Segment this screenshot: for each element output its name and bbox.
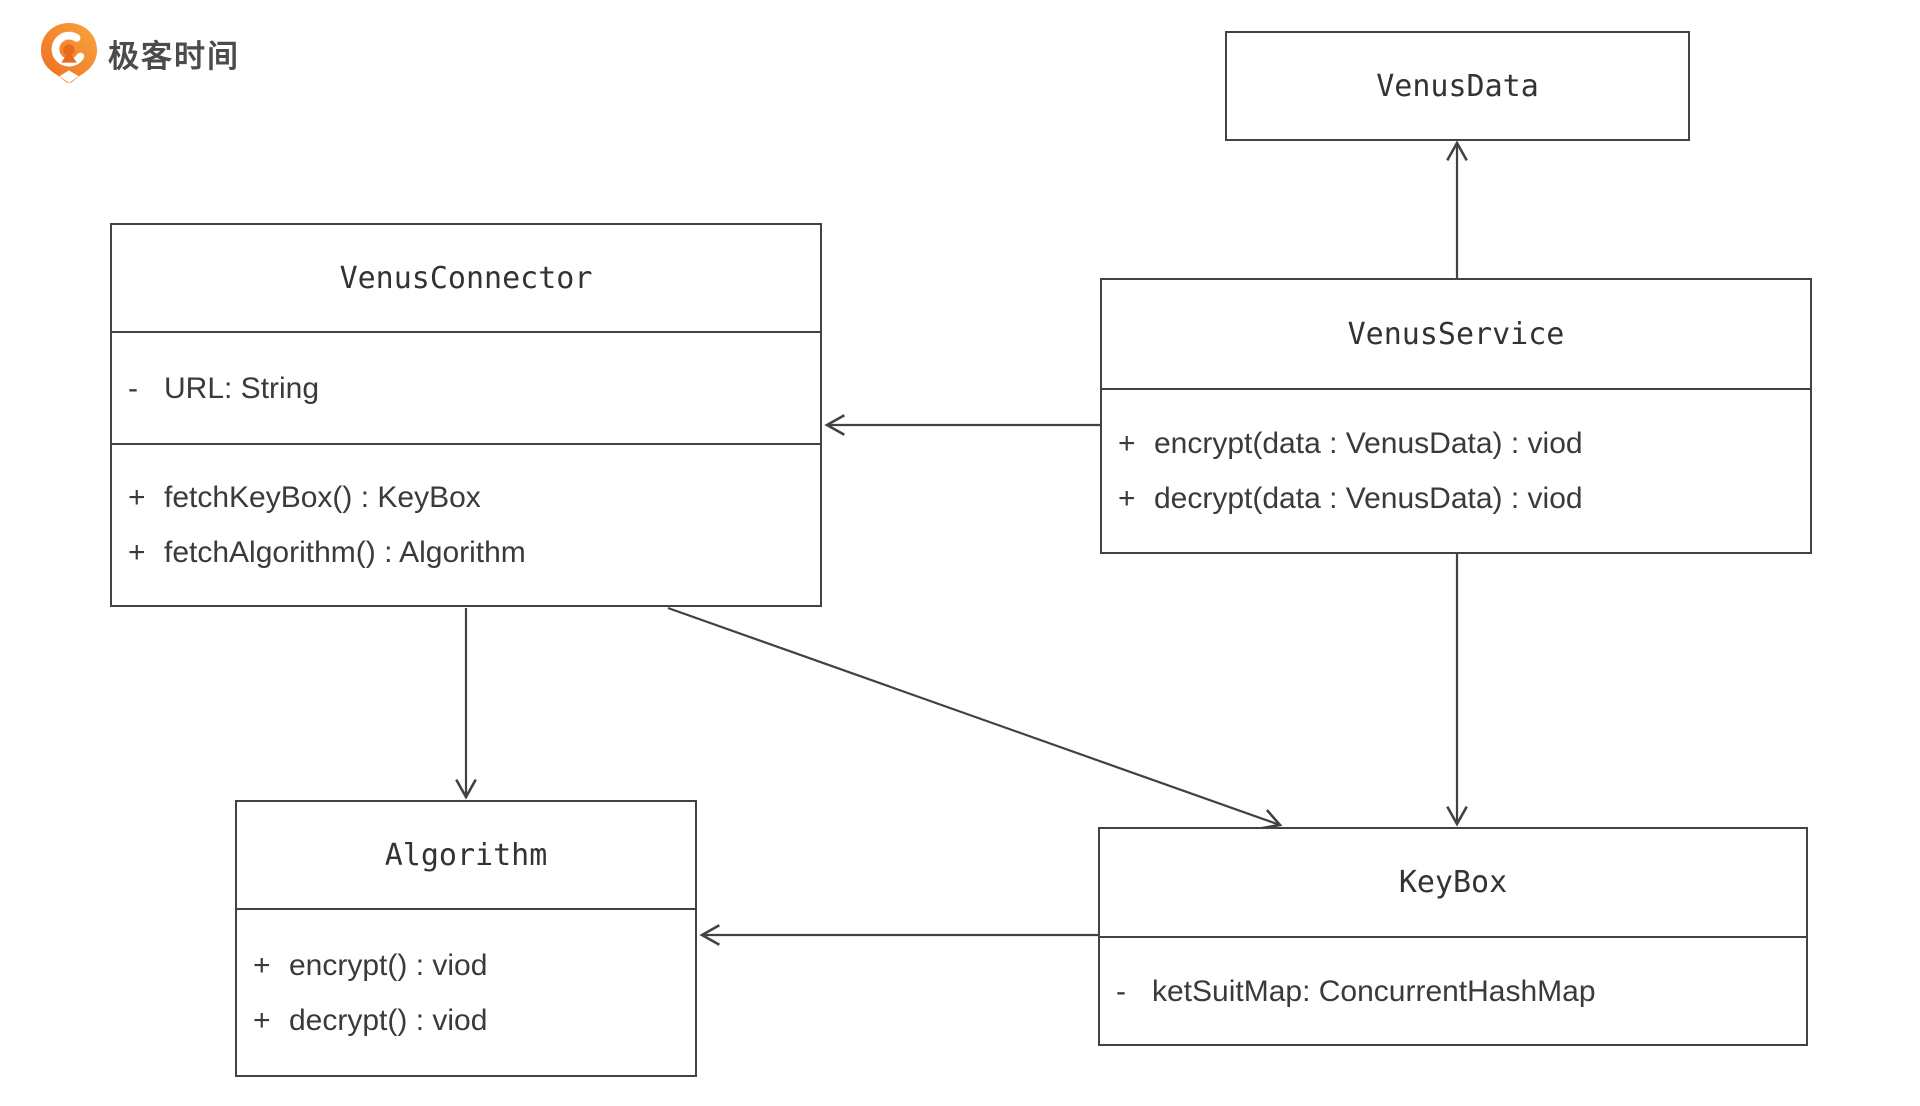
geektime-logo-text: 极客时间 [108,38,240,74]
member-text: URL: String [164,371,320,405]
visibility-sign: + [128,536,146,569]
visibility-sign: + [1118,482,1136,515]
methods-compartment: + encrypt() : viod + decrypt() : viod [237,908,695,1075]
arrow-venusconnector-to-keybox [667,606,1283,830]
attributes-compartment: - ketSuitMap: ConcurrentHashMap [1100,936,1806,1044]
class-title: VenusConnector [339,260,593,296]
member-text: decrypt() : viod [289,1003,488,1037]
methods-compartment: + encrypt(data : VenusData) : viod + dec… [1102,388,1810,552]
attribute-row: - URL: String [112,361,820,416]
methods-compartment: + fetchKeyBox() : KeyBox + fetchAlgorith… [112,443,820,605]
geektime-logo: 极客时间 [40,22,240,84]
method-row: + fetchKeyBox() : KeyBox [112,470,820,525]
member-text: fetchKeyBox() : KeyBox [164,481,481,514]
member-text: ketSuitMap: ConcurrentHashMap [1152,974,1596,1008]
class-box-keybox: KeyBox - ketSuitMap: ConcurrentHashMap [1098,827,1808,1046]
class-title: VenusData [1376,68,1539,104]
member-text: fetchAlgorithm() : Algorithm [164,536,526,569]
class-title: KeyBox [1398,865,1508,900]
method-row: + encrypt() : viod [237,938,695,993]
class-title: VenusService [1347,316,1565,352]
geektime-logo-icon [40,23,98,84]
visibility-sign: + [253,948,271,982]
visibility-sign: - [128,371,138,405]
attribute-row: - ketSuitMap: ConcurrentHashMap [1100,964,1806,1019]
visibility-sign: + [1118,427,1136,460]
method-row: + encrypt(data : VenusData) : viod [1102,416,1810,471]
class-box-venusdata: VenusData [1225,31,1690,141]
visibility-sign: + [253,1003,271,1037]
class-box-venusconnector: VenusConnector - URL: String + fetchKeyB… [110,223,822,607]
method-row: + decrypt(data : VenusData) : viod [1102,471,1810,526]
method-row: + fetchAlgorithm() : Algorithm [112,525,820,580]
class-box-venusservice: VenusService + encrypt(data : VenusData)… [1100,278,1812,554]
visibility-sign: + [128,481,146,514]
visibility-sign: - [1116,974,1126,1008]
class-box-algorithm: Algorithm + encrypt() : viod + decrypt()… [235,800,697,1077]
attributes-compartment: - URL: String [112,331,820,443]
class-title: Algorithm [384,837,548,873]
member-text: encrypt() : viod [289,948,488,982]
member-text: encrypt(data : VenusData) : viod [1154,427,1583,460]
method-row: + decrypt() : viod [237,993,695,1048]
member-text: decrypt(data : VenusData) : viod [1154,482,1583,515]
